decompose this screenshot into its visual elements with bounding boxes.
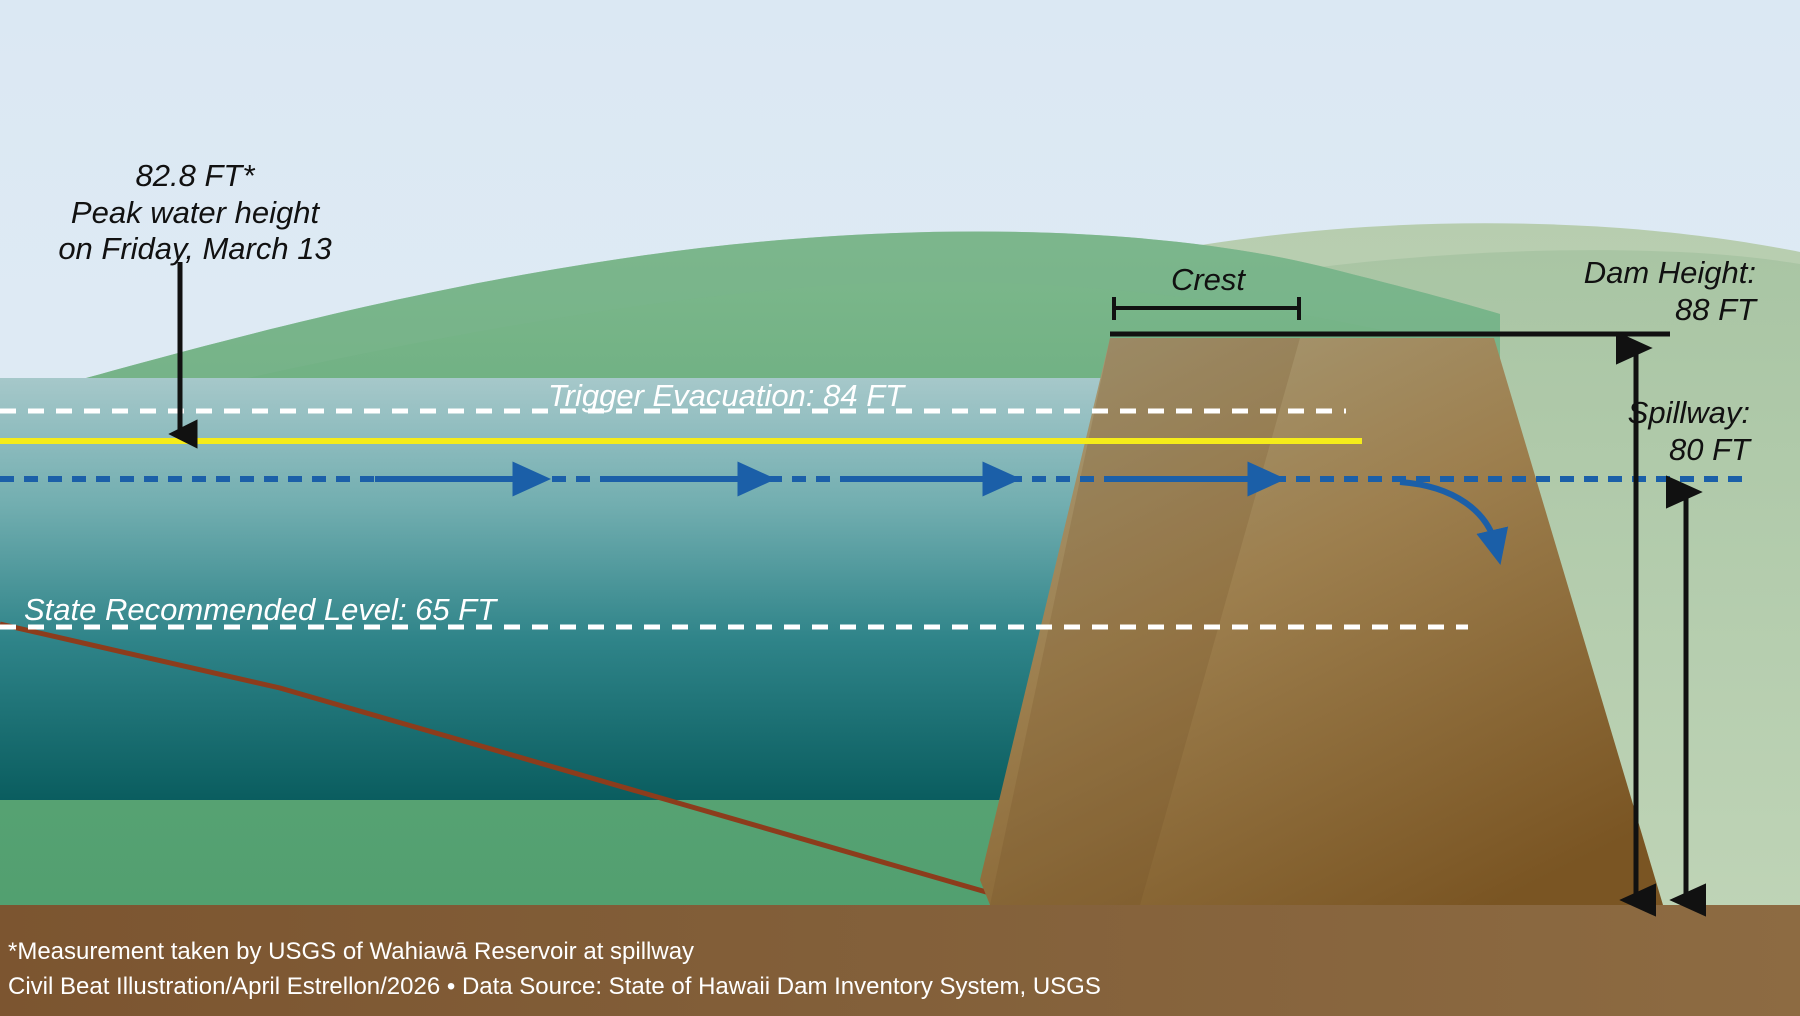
crest-label: Crest	[1170, 262, 1246, 297]
crest-measure-bar	[1112, 297, 1301, 320]
trigger-evacuation-label: Trigger Evacuation: 84 FT	[548, 378, 905, 413]
footer-credit-line: Civil Beat Illustration/April Estrellon/…	[8, 972, 1101, 1000]
ground-base-layer	[0, 905, 1800, 1016]
spillway-label: Spillway: 80 FT	[1627, 395, 1750, 467]
spillway-overflow-arrow	[1399, 479, 1509, 565]
peak-water-height-label: 82.8 FT* Peak water height on Friday, Ma…	[58, 158, 332, 267]
dam-height-label: Dam Height: 88 FT	[1583, 255, 1756, 327]
footer-measurement-note: *Measurement taken by USGS of Wahiawā Re…	[8, 937, 695, 965]
state-recommended-level-label: State Recommended Level: 65 FT	[24, 592, 497, 627]
hill-ridge-highlight	[0, 231, 1500, 436]
footer-credits: *Measurement taken by USGS of Wahiawā Re…	[0, 920, 1800, 1016]
